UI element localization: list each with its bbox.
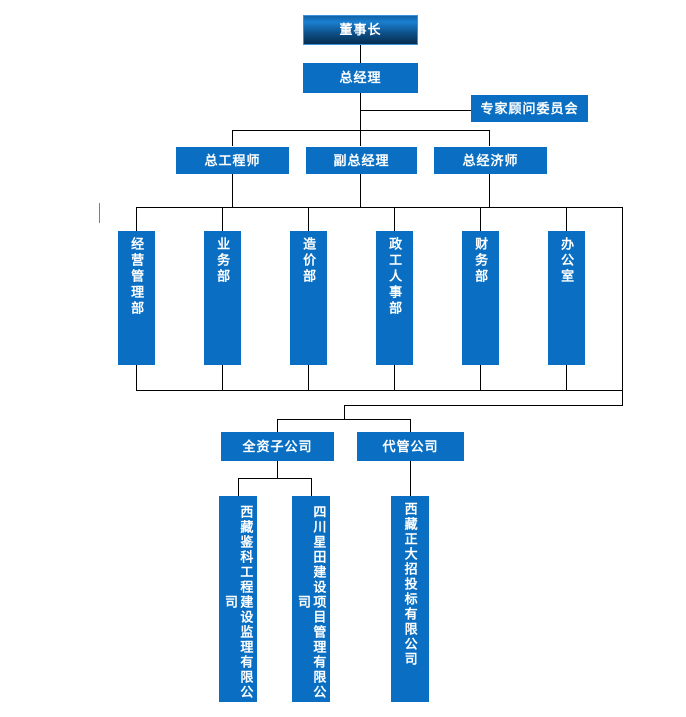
- connector-chief-economist-down: [489, 174, 490, 207]
- connector-to-subsidiary-section: [344, 405, 623, 406]
- connector-sub-1-drop: [238, 478, 239, 496]
- node-chairman[interactable]: 董事长: [303, 15, 418, 45]
- connector-department-top-bus: [136, 207, 623, 208]
- connector-department-bottom-bus: [136, 390, 623, 391]
- connector-company-group-bus: [277, 419, 411, 420]
- connector-dept-drop-4: [394, 207, 395, 231]
- node-wholly-owned-subsidiary-group[interactable]: 全资子公司: [221, 432, 334, 461]
- connector-gm-stem: [360, 93, 361, 143]
- connector-dept-rise-4: [394, 365, 395, 390]
- connector-sub-2-drop: [311, 478, 312, 496]
- connector-dept-rise-2: [222, 365, 223, 390]
- connector-deputy-gm-down: [360, 174, 361, 207]
- connector-dept-rise-6: [566, 365, 567, 390]
- node-subsidiary-xizang-zhengda[interactable]: 西藏正大招投标有限公司: [391, 496, 429, 702]
- node-general-manager[interactable]: 总经理: [303, 63, 418, 93]
- node-chief-engineer[interactable]: 总工程师: [176, 147, 289, 174]
- node-department-operations[interactable]: 业务部: [204, 231, 241, 365]
- node-deputy-general-manager[interactable]: 副总经理: [306, 147, 417, 174]
- node-subsidiary-sichuan-xingtian[interactable]: 四川星田建设项目管理有限公司: [292, 496, 330, 702]
- node-department-finance[interactable]: 财务部: [462, 231, 499, 365]
- connector-wholly-owned-stem: [277, 461, 278, 478]
- connector-dept-rise-1: [136, 365, 137, 390]
- connector-company-group-drop-left: [277, 419, 278, 432]
- connector-dept-drop-1: [136, 207, 137, 231]
- connector-level3-drop-mid: [360, 130, 361, 146]
- node-department-political-work-hr[interactable]: 政工人事部: [376, 231, 413, 365]
- connector-department-bracket-right: [622, 207, 623, 405]
- node-department-office[interactable]: 办公室: [548, 231, 585, 365]
- connector-chairman-to-gm: [360, 45, 361, 65]
- connector-managed-company-drop: [410, 461, 411, 496]
- connector-dept-drop-5: [480, 207, 481, 231]
- node-managed-company-group[interactable]: 代管公司: [357, 432, 464, 461]
- connector-dept-drop-6: [566, 207, 567, 231]
- connector-subsidiary-stem: [344, 405, 345, 419]
- connector-dept-rise-5: [480, 365, 481, 390]
- connector-dept-drop-3: [308, 207, 309, 231]
- connector-company-group-drop-right: [410, 419, 411, 432]
- connector-wholly-owned-bus: [238, 478, 312, 479]
- connector-gm-to-advisory: [360, 110, 471, 111]
- connector-dept-rise-3: [308, 365, 309, 390]
- node-department-business-management[interactable]: 经营管理部: [118, 231, 155, 365]
- connector-chief-engineer-down: [232, 174, 233, 207]
- node-advisory-committee[interactable]: 专家顾问委员会: [471, 95, 588, 122]
- connector-dept-drop-2: [222, 207, 223, 231]
- connector-level3-drop-left: [232, 130, 233, 146]
- node-department-cost-estimation[interactable]: 造价部: [290, 231, 327, 365]
- stray-gray-tick: [99, 203, 100, 223]
- connector-level3-drop-right: [489, 130, 490, 146]
- node-chief-economist[interactable]: 总经济师: [434, 147, 547, 174]
- node-subsidiary-xizang-jianke[interactable]: 西藏鉴科工程建设监理有限公司: [219, 496, 257, 702]
